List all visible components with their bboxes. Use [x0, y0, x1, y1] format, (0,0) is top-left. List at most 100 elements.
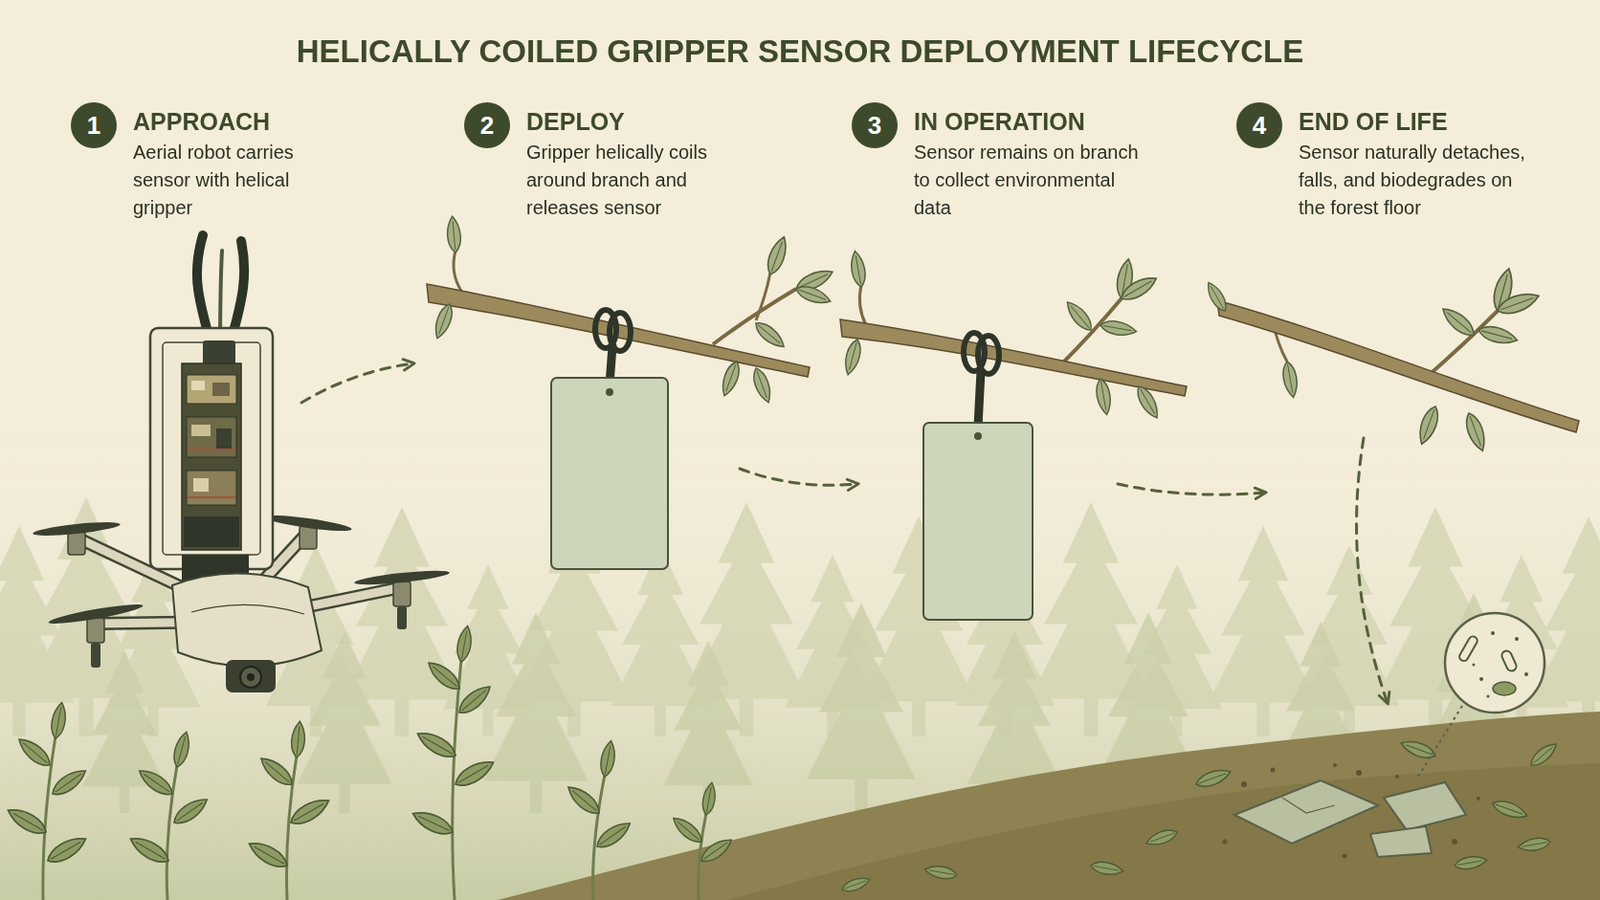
branch-operation: [1093, 377, 1113, 417]
aerial-robot: [246, 673, 255, 682]
aerial-robot: [264, 512, 353, 535]
aerial-robot: [47, 600, 144, 627]
aerial-robot: [183, 516, 240, 548]
branch-operation: [1133, 383, 1163, 423]
branch-deploy: [712, 288, 797, 345]
foreground-plants: [170, 731, 193, 770]
foreground-plants: [454, 681, 495, 718]
biodegrading-sensor: [1222, 840, 1228, 845]
branch-end-of-life: [1280, 360, 1300, 400]
biodegrading-sensor: [1333, 763, 1337, 768]
step-text: IN OPERATIONSensor remains on branch to …: [913, 102, 1149, 223]
aerial-robot: [186, 375, 237, 404]
foreground-plants: [3, 803, 50, 840]
biodegrading-sensor: [1399, 737, 1438, 763]
dashed-arrow: [1356, 438, 1388, 704]
step-node: 4 END OF LIFESensor naturally detaches, f…: [1236, 102, 1529, 223]
foreground-plants: [256, 753, 297, 790]
branch-end-of-life: [1494, 288, 1541, 319]
biodegrading-sensor: [1453, 854, 1489, 872]
forest-floor: [497, 711, 1600, 900]
microbe-magnifier: [1490, 631, 1495, 636]
branch-end-of-life: [1476, 323, 1519, 348]
biodegrading-sensor: [1144, 826, 1179, 849]
foreground-plants: [413, 727, 460, 763]
step-node: 2 DEPLOYGripper helically coils around br…: [464, 102, 718, 223]
branch-deploy: [752, 318, 789, 353]
biodegrading-sensor: [1355, 770, 1362, 777]
foreground-plants: [43, 660, 707, 900]
step-number: 2: [464, 102, 511, 149]
step-number: 4: [1236, 102, 1283, 149]
aerial-robot: [32, 519, 122, 539]
step-node: 1APPROACHAerial robot carries sensor wit…: [70, 102, 311, 223]
microbe-magnifier: [1492, 682, 1516, 696]
biodegrading-sensor: [1516, 836, 1552, 854]
aerial-robot: [187, 496, 236, 499]
aerial-robot: [225, 660, 276, 693]
biodegrading-sensor: [840, 875, 871, 896]
microbe-magnifier: [1524, 672, 1529, 677]
aerial-robot: [181, 363, 242, 551]
aerial-robot: [150, 328, 273, 570]
biodegrading-sensor: [1270, 768, 1276, 774]
biodegrading-sensor: [1451, 839, 1458, 845]
biodegrading-sensor: [1383, 782, 1467, 831]
foreground-plants: [287, 794, 334, 830]
sensor-operating: [977, 371, 981, 427]
biodegrading-sensor: [840, 737, 1560, 895]
aerial-robot: [187, 448, 236, 451]
microbe-magnifier: [1472, 631, 1530, 699]
aerial-robot: [32, 235, 451, 693]
step-text: APPROACHAerial robot carries sensor with…: [133, 102, 311, 223]
branch-end-of-life: [1203, 279, 1231, 314]
aerial-robot: [202, 340, 236, 366]
step-heading: END OF LIFE: [1298, 108, 1529, 135]
microbe-magnifier: [1472, 664, 1476, 667]
microbe-magnifier: [1479, 677, 1484, 682]
microbe-magnifier: [1418, 706, 1463, 778]
step-heading: DEPLOY: [526, 108, 718, 135]
biodegrading-sensor: [1527, 739, 1560, 770]
microbe-magnifier: [1500, 649, 1518, 673]
aerial-robot: [299, 526, 317, 550]
branch-deploy: [763, 234, 791, 277]
foreground-plants: [593, 818, 635, 853]
step-number: 3: [851, 102, 898, 149]
foreground-plants: [244, 837, 291, 873]
step-node: 3 IN OPERATIONSensor remains on branch to…: [851, 102, 1149, 223]
sensor-deployed: [551, 310, 668, 570]
branch-operation: [1062, 298, 1096, 335]
foreground-plants: [126, 832, 173, 868]
branch-deploy: [718, 359, 744, 399]
biodegrading-sensor: [1089, 860, 1125, 878]
microbe-magnifier: [1458, 635, 1480, 664]
step-text: END OF LIFESensor naturally detaches, fa…: [1298, 102, 1529, 223]
foreground-plants: [409, 806, 456, 840]
aerial-robot: [67, 532, 86, 556]
foreground-plants: [700, 781, 718, 817]
aerial-robot: [186, 417, 237, 458]
foreground-plants: [669, 813, 707, 847]
microbe-magnifier: [1487, 695, 1490, 699]
branch-deploy: [426, 216, 836, 405]
sensor-deployed: [551, 377, 668, 570]
aerial-robot: [397, 606, 407, 630]
foreground-plants: [48, 701, 68, 740]
foreground-plants: [44, 832, 90, 868]
branch-operation: [1117, 272, 1160, 306]
microbe-magnifier: [1418, 613, 1545, 778]
step-text: DEPLOYGripper helically coils around bra…: [526, 102, 718, 223]
branch-deploy: [445, 216, 463, 254]
biodegrading-sensor: [1222, 763, 1482, 860]
biodegrading-sensor: [1241, 781, 1247, 788]
aerial-robot: [354, 568, 450, 588]
biodegrading-sensor: [1395, 775, 1400, 779]
dashed-arrow: [301, 363, 1388, 704]
branch-end-of-life: [1415, 403, 1443, 446]
aerial-robot: [212, 382, 230, 397]
